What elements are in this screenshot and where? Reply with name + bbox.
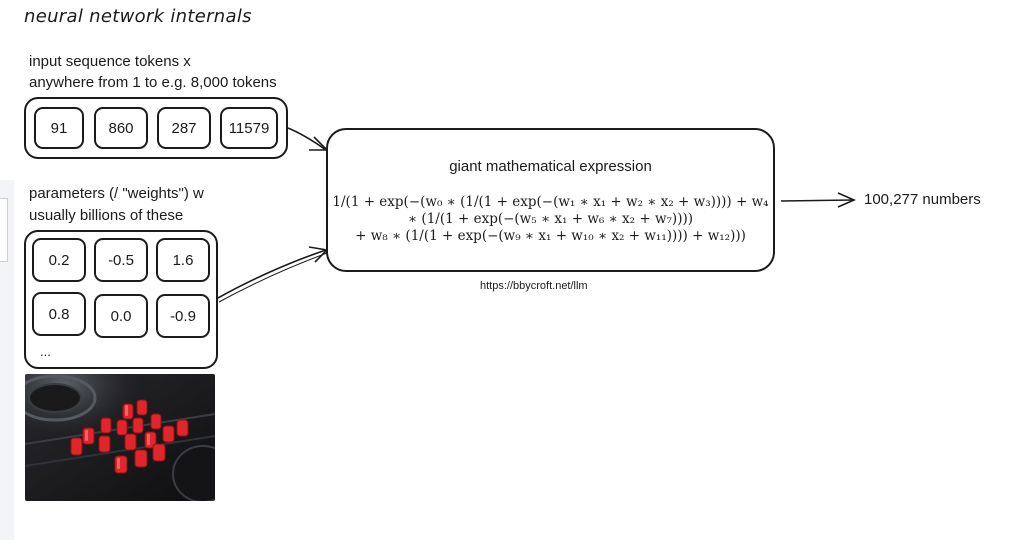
input-label-line1: input sequence tokens x: [29, 53, 191, 70]
arrow-expression-to-output: [780, 199, 854, 202]
weight-cell: 0.2: [32, 238, 86, 282]
input-tokens-group: 91 860 287 11579: [24, 97, 288, 159]
source-url: https://bbycroft.net/llm: [480, 280, 588, 292]
expression-title: giant mathematical expression: [449, 158, 652, 175]
weight-cell: -0.5: [94, 238, 148, 282]
token-cell: 287: [157, 107, 211, 149]
expression-line2: ∗ (1/(1 + exp(−(w₅ ∗ x₁ + w₆ ∗ x₂ + w₇))…: [407, 211, 694, 227]
weight-cell: -0.9: [156, 294, 210, 338]
arrow-params-to-expression: [217, 249, 327, 299]
weight-cell: 0.0: [94, 294, 148, 338]
expression-box: giant mathematical expression 1/(1 + exp…: [326, 128, 775, 272]
params-label-line1: parameters (/ "weights") w: [29, 185, 204, 202]
sidebar-toggle-tab[interactable]: [0, 198, 8, 262]
token-cell: 860: [94, 107, 148, 149]
input-label-line2: anywhere from 1 to e.g. 8,000 tokens: [29, 74, 277, 91]
expression-line1: 1/(1 + exp(−(w₀ ∗ (1/(1 + exp(−(w₁ ∗ x₁ …: [332, 194, 769, 210]
mixer-knobs-image: [25, 374, 215, 501]
expression-line3: + w₈ ∗ (1/(1 + exp(−(w₉ ∗ x₁ + w₁₀ ∗ x₂ …: [355, 228, 746, 244]
weight-cell: 0.8: [32, 292, 86, 336]
page-title: neural network internals: [24, 6, 252, 27]
params-ellipsis: ...: [40, 344, 51, 359]
token-cell: 11579: [220, 107, 278, 149]
arrow-input-to-expression: [287, 127, 327, 151]
output-label: 100,277 numbers: [864, 191, 981, 208]
params-label-line2: usually billions of these: [29, 207, 184, 224]
weight-cell: 1.6: [156, 238, 210, 282]
token-cell: 91: [34, 107, 84, 149]
sidebar-panel: [0, 180, 14, 540]
parameters-group: 0.2 -0.5 1.6 0.8 0.0 -0.9 ...: [24, 230, 218, 369]
